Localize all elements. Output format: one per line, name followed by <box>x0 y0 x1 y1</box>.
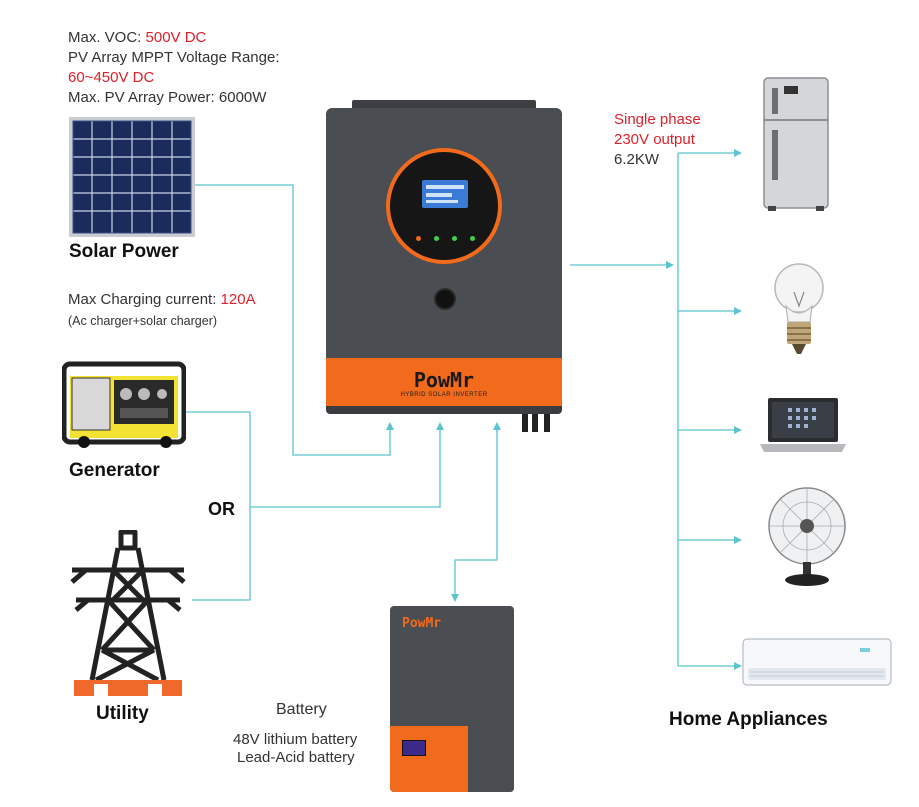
inverter-top-mount <box>352 100 536 110</box>
utility-tower-icon <box>70 530 186 696</box>
inverter-subtitle: HYBRID SOLAR INVERTER <box>400 392 488 398</box>
utility-title: Utility <box>96 703 149 724</box>
battery-type-lithium: 48V lithium battery <box>233 731 358 748</box>
solar-title: Solar Power <box>69 241 179 262</box>
pv-terminal <box>522 414 528 432</box>
laptop-icon <box>760 398 846 452</box>
output-power: 6.2KW <box>614 151 660 168</box>
inverter-bottom <box>326 406 562 414</box>
fan-icon <box>768 487 846 586</box>
solar-panel-icon <box>69 117 195 237</box>
lcd-line <box>426 200 458 203</box>
charging-label: Max Charging current: <box>68 291 221 308</box>
led-indicator <box>470 236 475 241</box>
charging-current: Max Charging current: 120A <box>68 290 256 310</box>
battery-title: Battery <box>276 701 327 718</box>
mppt-value: 60~450V DC <box>68 69 155 86</box>
generator-icon <box>62 361 186 448</box>
output-voltage: 230V output <box>614 131 695 148</box>
battery-unit: PowMr <box>390 606 514 792</box>
voc-value: 500V DC <box>145 29 207 46</box>
battery-display <box>402 740 426 756</box>
inverter-brand: PowMr <box>413 368 475 392</box>
charging-note: (Ac charger+solar charger) <box>68 314 218 328</box>
power-switch-button[interactable] <box>434 288 456 310</box>
generator-wire <box>185 411 251 601</box>
inverter-unit: PowMr HYBRID SOLAR INVERTER <box>326 100 562 432</box>
battery-side-panel <box>468 726 514 792</box>
ac-input-wire <box>250 422 444 508</box>
lcd-screen <box>422 180 468 208</box>
solar-voc: Max. VOC: 500V DC <box>68 28 206 48</box>
lcd-line <box>426 193 452 197</box>
solar-wire <box>195 184 394 456</box>
battery-wire <box>451 424 498 602</box>
battery-type-lead-acid: Lead-Acid battery <box>237 749 355 766</box>
pv-terminal <box>532 414 538 432</box>
pv-terminal <box>544 414 550 432</box>
output-phase: Single phase <box>614 111 701 128</box>
air-conditioner-icon <box>742 638 892 686</box>
generator-title: Generator <box>69 460 160 481</box>
appliances-title: Home Appliances <box>669 709 828 730</box>
battery-brand: PowMr <box>402 616 442 631</box>
refrigerator-icon <box>763 77 829 211</box>
led-indicator <box>434 236 439 241</box>
led-indicator <box>452 236 457 241</box>
inverter-orange-band: PowMr HYBRID SOLAR INVERTER <box>326 358 562 406</box>
lcd-line <box>426 185 464 189</box>
light-bulb-icon <box>774 263 824 354</box>
charging-value: 120A <box>220 291 256 308</box>
voc-label: Max. VOC: <box>68 29 146 46</box>
pv-power-label: Max. PV Array Power: 6000W <box>68 89 267 106</box>
mppt-label: PV Array MPPT Voltage Range: <box>68 49 280 66</box>
led-indicator <box>416 236 421 241</box>
or-label: OR <box>208 499 235 519</box>
